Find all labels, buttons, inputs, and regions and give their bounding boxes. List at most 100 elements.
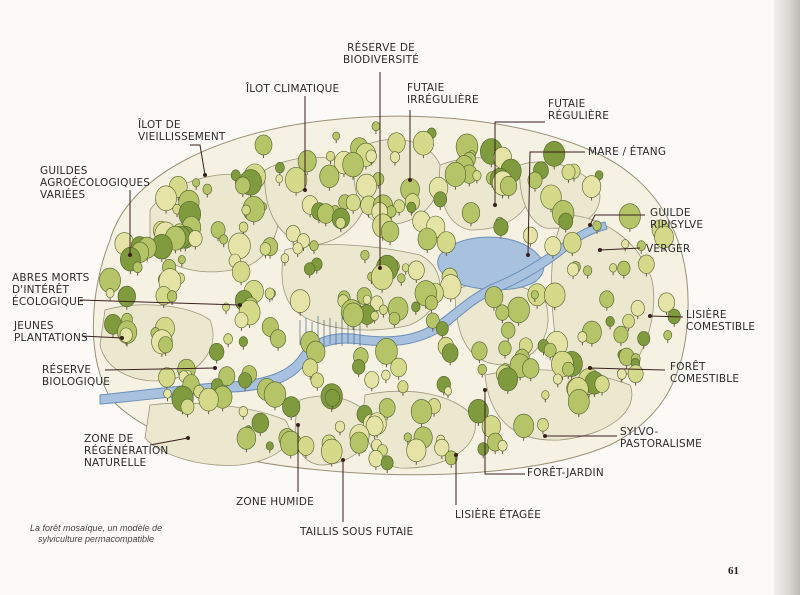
tree-canopy — [583, 265, 593, 276]
tree-canopy — [297, 436, 315, 456]
tree-canopy — [163, 388, 172, 399]
tree-canopy — [406, 438, 427, 463]
tree-canopy — [581, 175, 602, 198]
tree-canopy — [561, 164, 576, 181]
label-guildes: GUILDES AGROÉCOLOGIQUES VARIÉES — [40, 165, 151, 201]
tree-canopy — [609, 263, 618, 273]
tree-canopy — [498, 340, 512, 356]
tree-canopy — [223, 333, 233, 345]
label-foret-comestible: FORÊT COMESTIBLE — [670, 361, 740, 385]
tree-canopy — [117, 285, 136, 308]
tree-canopy — [507, 296, 530, 324]
tree-canopy — [523, 226, 538, 245]
tree-canopy — [493, 218, 509, 236]
tree-canopy — [522, 358, 540, 379]
tree-canopy — [636, 240, 646, 252]
tree-canopy — [411, 301, 421, 313]
tree-canopy — [285, 166, 308, 193]
tree-canopy — [304, 262, 316, 276]
tree-canopy — [544, 282, 566, 308]
label-ilot-vieillissement: ÎLOT DE VIEILLISSEMENT — [138, 119, 226, 143]
tree-canopy — [390, 357, 407, 378]
tree-canopy — [627, 364, 644, 383]
label-ilot-climatique: ÎLOT CLIMATIQUE — [246, 83, 340, 95]
tree-canopy — [188, 230, 203, 247]
tree-canopy — [477, 364, 487, 375]
tree-canopy — [471, 341, 488, 361]
label-taillis-sous-futaie: TAILLIS SOUS FUTAIE — [300, 526, 414, 538]
label-futaie-irreguliere: FUTAIE IRRÉGULIÈRE — [407, 82, 479, 106]
tree-canopy — [210, 221, 226, 239]
tree-canopy — [251, 412, 270, 434]
tree-canopy — [613, 325, 629, 344]
tree-canopy — [544, 236, 562, 256]
tree-canopy — [319, 164, 340, 188]
label-mare-etang: MARE / ÉTANG — [588, 146, 667, 158]
tree-canopy — [209, 342, 225, 361]
tree-canopy — [397, 273, 406, 283]
tree-canopy — [238, 221, 249, 233]
tree-canopy — [297, 150, 317, 173]
tree-canopy — [537, 418, 549, 432]
tree-canopy — [236, 426, 257, 450]
label-sylvo-pastoralisme: SYLVO- PASTORALISME — [620, 426, 702, 450]
tree-canopy — [241, 204, 251, 216]
tree-canopy — [497, 439, 508, 452]
tree-canopy — [663, 330, 673, 341]
tree-canopy — [198, 387, 219, 412]
tree-canopy — [577, 331, 588, 343]
label-reserve-biodiversite: RÉSERVE DE BIODIVERSITÉ — [343, 42, 420, 66]
tree-canopy — [317, 203, 335, 224]
tree-canopy — [558, 212, 574, 230]
tree-canopy — [378, 398, 396, 418]
tree-canopy — [500, 176, 518, 196]
label-zone-humide: ZONE HUMIDE — [236, 496, 314, 508]
tree-canopy — [321, 438, 343, 464]
tree-canopy — [342, 152, 364, 178]
tree-canopy — [553, 373, 563, 385]
label-zone-regeneration: ZONE DE RÉGÉNÉRATION NATURELLE — [84, 433, 169, 469]
tree-canopy — [562, 361, 575, 377]
page-number: 61 — [728, 565, 739, 577]
tree-canopy — [371, 121, 381, 132]
tree-canopy — [567, 262, 580, 277]
tree-canopy — [371, 264, 394, 291]
tree-canopy — [132, 261, 143, 273]
tree-canopy — [105, 288, 115, 299]
tree-canopy — [622, 313, 635, 329]
tree-canopy — [360, 249, 370, 261]
tree-canopy — [567, 388, 590, 415]
tree-canopy — [368, 450, 384, 468]
tree-canopy — [180, 398, 195, 415]
tree-canopy — [630, 300, 645, 317]
tree-canopy — [335, 216, 346, 229]
trees — [99, 121, 681, 473]
label-lisiere-etagee: LISIÈRE ÉTAGÉE — [455, 509, 542, 521]
tree-canopy — [230, 169, 241, 181]
tree-canopy — [501, 321, 516, 339]
tree-canopy — [543, 140, 566, 167]
tree-canopy — [424, 295, 438, 311]
tree-canopy — [219, 234, 229, 245]
tree-canopy — [310, 372, 324, 389]
label-jeunes-plantations: JEUNES PLANTATIONS — [14, 320, 88, 344]
tree-canopy — [356, 173, 377, 199]
tree-canopy — [379, 304, 388, 315]
tree-canopy — [342, 302, 364, 328]
tree-canopy — [425, 312, 440, 329]
label-foret-jardin: FORÊT-JARDIN — [527, 467, 604, 479]
tree-canopy — [472, 170, 482, 181]
tree-canopy — [324, 389, 340, 407]
tree-canopy — [599, 290, 615, 308]
tree-canopy — [477, 442, 489, 456]
tree-canopy — [616, 368, 627, 380]
tree-canopy — [410, 399, 433, 425]
tree-canopy — [592, 220, 602, 232]
leader-lines — [79, 72, 684, 522]
page-edge — [774, 0, 800, 595]
tree-canopy — [158, 367, 176, 388]
figure-caption: La forêt mosaïque, un modèle de sylvicul… — [30, 523, 163, 544]
tree-canopy — [292, 242, 303, 255]
tree-canopy — [618, 203, 641, 230]
